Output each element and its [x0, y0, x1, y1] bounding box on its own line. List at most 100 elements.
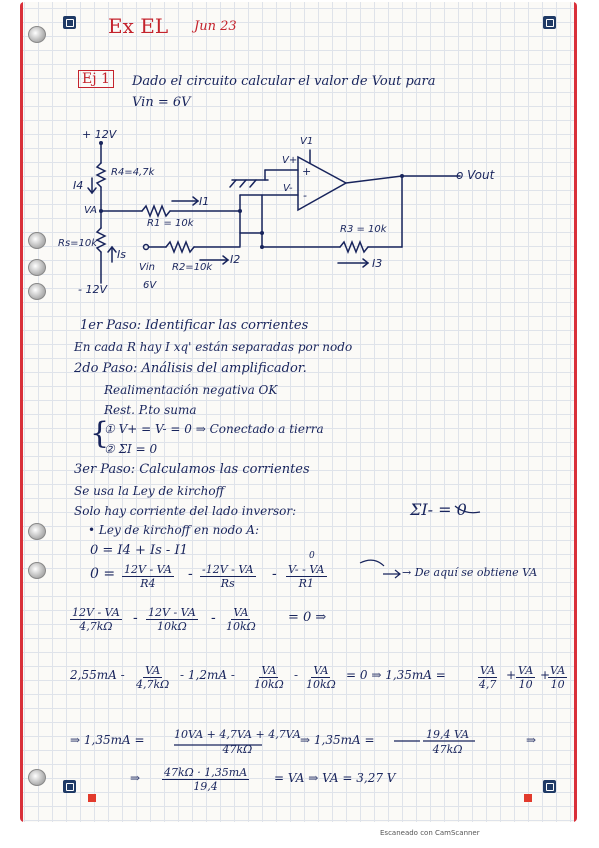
eq1-numerator-1: 12V - VA [122, 563, 174, 577]
i2-label: I2 [230, 253, 241, 266]
eq5-numerator: 47kΩ · 1,35mA [162, 766, 250, 780]
eq4-denominator-2: 47kΩ [432, 743, 463, 756]
eq3-result-denominator-1: 4,7 [478, 678, 497, 691]
eq3-denominator-3: 10kΩ [306, 678, 336, 691]
v1-label: V1 [300, 136, 314, 147]
eq3-denominator-2: 10kΩ [254, 678, 284, 691]
r3-label: R3 = 10k [340, 224, 387, 235]
corner-marker-icon [63, 16, 76, 29]
eq3-mid: - 1,2mA - [180, 668, 235, 682]
step3-node-a: • Ley de kirchoff en nodo A: [88, 523, 260, 537]
eq4-fraction-2: 19,4 VA 47kΩ [424, 728, 471, 756]
vin-value-label: 6V [143, 280, 157, 291]
step3-node-equation: 0 = I4 + Is - I1 [90, 543, 188, 558]
vminus-label: V- [283, 183, 293, 194]
plus-supply-label: + 12V [82, 128, 117, 141]
scanner-watermark: Escaneado con CamScanner [380, 829, 480, 837]
node-a-label: VA [84, 205, 98, 216]
r1-label: R1 = 10k [147, 218, 194, 229]
step2-heading: 2do Paso: Análisis del amplificador. [74, 361, 307, 376]
eq2-denominator-1: 4,7kΩ [79, 620, 113, 633]
step1-note: En cada R hay I xq' están separadas por … [74, 340, 353, 354]
eq3-numerator-3: VA [311, 664, 331, 678]
eq3-result-denominator-3: 10 [550, 678, 565, 691]
step3-kirchoff: Se usa la Ley de kirchoff [74, 484, 225, 498]
binder-ring-icon [28, 26, 46, 43]
eq4-mid: ⇒ 1,35mA = [300, 733, 375, 747]
step3-heading: 3er Paso: Calculamos las corrientes [74, 462, 310, 477]
eq3-result-fraction-2: VA 10 [516, 664, 536, 691]
i1-label: I1 [199, 195, 210, 208]
eq2-fraction-1: 12V - VA 4,7kΩ [70, 606, 122, 633]
exercise-tag: Ej 1 [78, 70, 114, 88]
eq4-tail: ⇒ [526, 733, 537, 747]
eq1-numerator-2: -12V - VA [200, 563, 256, 577]
eq2-tail: = 0 ⇒ [288, 610, 327, 625]
step2-sum-point: Rest. P.to suma [104, 403, 197, 417]
problem-input: Vin = 6V [132, 95, 191, 110]
eq1-fraction-1: 12V - VA R4 [122, 563, 174, 590]
eq3-plus-1: + [506, 668, 517, 682]
binder-ring-icon [28, 259, 46, 276]
step3-sum-equation: ΣI- = 0 [410, 500, 467, 519]
corner-marker-icon [543, 16, 556, 29]
eq3-result-denominator-2: 10 [518, 678, 533, 691]
step3-inverting-side: Solo hay corriente del lado inversor: [74, 504, 297, 518]
eq3-numerator-1: VA [143, 664, 163, 678]
step1-heading: 1er Paso: Identificar las corrientes [80, 318, 309, 333]
i3-label: I3 [372, 257, 383, 270]
binder-ring-icon [28, 562, 46, 579]
eq1-minus-1: - [188, 566, 193, 582]
eq1-minus-2: - [272, 566, 277, 582]
eq1-numerator-3: V- - VA [286, 563, 327, 577]
eq4-numerator: 10VA + 4,7VA + 4,7VA [174, 728, 301, 741]
red-marker-icon [524, 794, 532, 802]
binder-ring-icon [28, 232, 46, 249]
eq2-numerator-2: 12V - VA [146, 606, 198, 620]
brace-icon: { [90, 416, 110, 451]
eq3-result-numerator-2: VA [516, 664, 536, 678]
eq1-denominator-3: R1 [298, 577, 314, 590]
notebook-page [20, 2, 577, 822]
corner-marker-icon [543, 780, 556, 793]
page-left-edge [20, 2, 23, 822]
eq3-denominator-1: 4,7kΩ [136, 678, 170, 691]
eq3-result-fraction-3: VA 10 [548, 664, 568, 691]
eq3-fraction-1: VA 4,7kΩ [136, 664, 169, 691]
page-date: Jun 23 [194, 19, 237, 34]
page-title: Ex EL [108, 14, 169, 38]
step2-condition-2: ② ΣI = 0 [104, 442, 158, 456]
eq5-denominator: 19,4 [193, 780, 218, 793]
eq1-fraction-2: -12V - VA Rs [200, 563, 256, 590]
binder-ring-icon [28, 523, 46, 540]
minus-supply-label: - 12V [78, 283, 107, 296]
eq3-fraction-3: VA 10kΩ [306, 664, 336, 691]
page-right-edge [574, 2, 577, 822]
corner-marker-icon [63, 780, 76, 793]
eq2-denominator-2: 10kΩ [157, 620, 187, 633]
eq1-fraction-3: V- - VA R1 [286, 563, 327, 590]
eq4-lead: ⇒ 1,35mA = [70, 733, 145, 747]
eq1-zero-note: 0 [309, 551, 315, 561]
eq3-lead: 2,55mA - [70, 668, 125, 682]
is-label: Is [117, 248, 126, 261]
red-marker-icon [88, 794, 96, 802]
binder-ring-icon [28, 283, 46, 300]
problem-statement: Dado el circuito calcular el valor de Vo… [132, 74, 436, 89]
i4-label: I4 [73, 179, 84, 192]
vplus-label: V+ [282, 155, 298, 166]
r2-label: R2=10k [172, 262, 213, 273]
eq2-minus-1: - [133, 610, 138, 626]
step2-feedback: Realimentación negativa OK [104, 383, 278, 397]
eq3-numerator-2: VA [259, 664, 279, 678]
eq2-fraction-3: VA 10kΩ [226, 606, 256, 633]
eq1-denominator-1: R4 [140, 577, 156, 590]
eq3-result-numerator-1: VA [478, 664, 498, 678]
eq5-result: = VA ⇒ VA = 3,27 V [274, 771, 396, 785]
eq4-denominator: 47kΩ [222, 743, 253, 756]
eq4-fraction-1: 10VA + 4,7VA + 4,7VA 47kΩ [172, 728, 303, 756]
eq3-minus: - [294, 668, 299, 682]
eq3-fraction-2: VA 10kΩ [254, 664, 284, 691]
eq2-numerator-1: 12V - VA [70, 606, 122, 620]
